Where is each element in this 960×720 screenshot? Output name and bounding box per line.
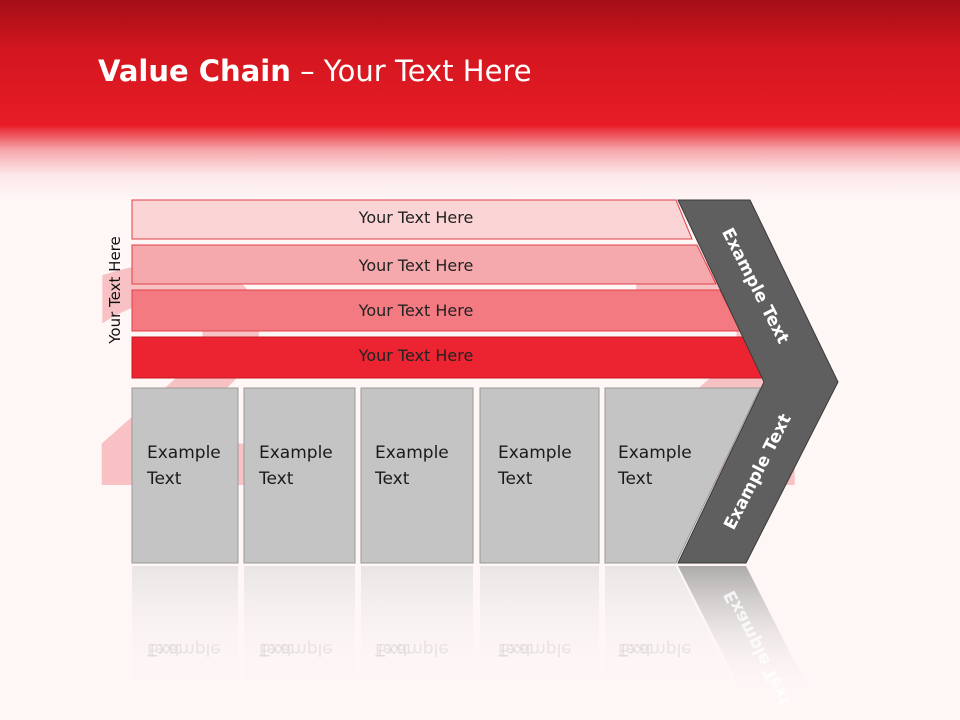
bar-label: Your Text Here — [358, 346, 474, 365]
activity-box — [131, 387, 239, 564]
reflection-group — [132, 566, 812, 696]
box-reflection — [244, 566, 355, 696]
title-bold: Value Chain — [98, 54, 291, 88]
activity-box — [360, 387, 474, 564]
value-bar — [131, 199, 693, 240]
bar-label: Your Text Here — [358, 208, 474, 227]
box-reflection — [605, 566, 740, 696]
value-bar — [131, 244, 717, 285]
activity-box — [479, 387, 600, 564]
box-reflection — [361, 566, 473, 696]
activity-box — [604, 387, 761, 564]
activity-box — [243, 387, 356, 564]
box-reflection — [132, 566, 238, 696]
chevron-reflection — [678, 566, 812, 696]
title-rest: – Your Text Here — [290, 54, 532, 88]
bar-label: Your Text Here — [358, 301, 474, 320]
header-band — [0, 0, 960, 200]
page-title: Value Chain – Your Text Here — [98, 54, 532, 88]
bar-label: Your Text Here — [358, 256, 474, 275]
chevron-arrow — [677, 199, 839, 564]
box-reflection — [480, 566, 599, 696]
